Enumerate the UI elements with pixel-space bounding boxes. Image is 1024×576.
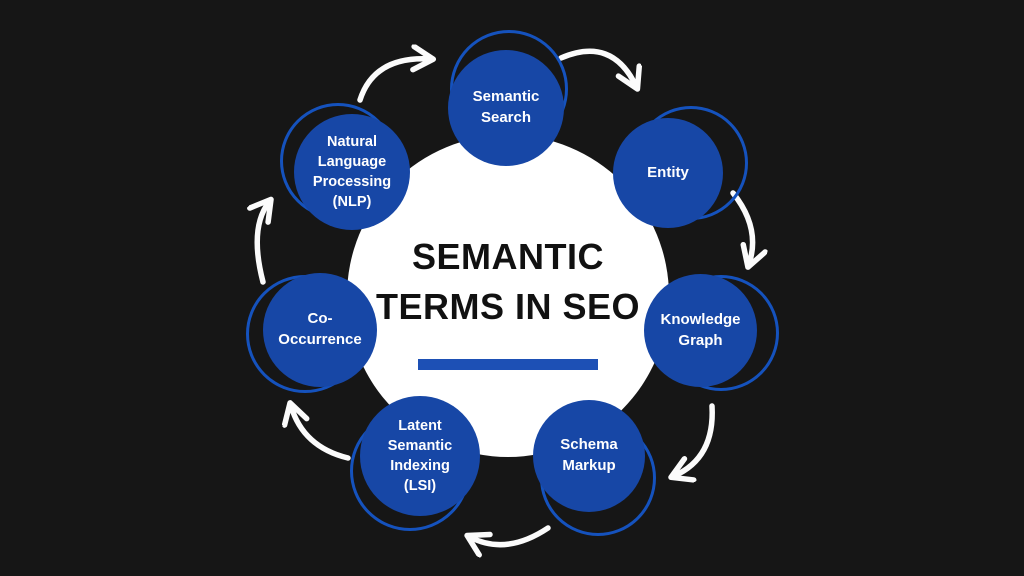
node-label-line: Search	[480, 109, 532, 126]
node-label-line: Graph	[678, 331, 723, 349]
node-label-line: Markup	[562, 457, 616, 474]
title-underline-bar	[418, 359, 598, 370]
node-label-line: Occurrence	[278, 331, 362, 348]
arrow-nlp-to-semantic-search-icon	[357, 59, 430, 103]
arrow-entity-to-knowledge-graph-icon	[730, 190, 753, 264]
node-natural-language-processing: Natural Language Processing (NLP)	[294, 114, 410, 230]
node-label-line: Processing	[312, 174, 392, 190]
diagram-title: SEMANTIC TERMS IN SEO	[376, 232, 640, 332]
node-label-line: Semantic	[387, 438, 453, 454]
node-label-line: (LSI)	[403, 478, 437, 494]
arrow-knowledge-graph-to-schema-markup-icon	[674, 403, 715, 476]
arrow-co-occurrence-to-nlp-icon	[257, 202, 269, 285]
node-label-line: Co-	[307, 310, 333, 328]
node-latent-semantic-indexing: Latent Semantic Indexing (LSI)	[360, 396, 480, 516]
arrow-lsi-to-co-occurrence-icon	[291, 406, 351, 461]
node-co-occurrence: Co- Occurrence	[263, 273, 377, 387]
node-label-line: Latent	[398, 418, 442, 434]
node-label-line: Indexing	[390, 458, 450, 474]
arrow-schema-markup-to-lsi-icon	[470, 525, 551, 545]
arrow-semantic-search-to-entity-icon	[558, 48, 636, 86]
node-semantic-search: Semantic Search	[448, 50, 564, 166]
node-schema-markup: Schema Markup	[533, 400, 645, 512]
node-entity: Entity	[613, 118, 723, 228]
node-label-line: Entity	[647, 163, 689, 181]
title-line-2: TERMS IN SEO	[375, 286, 641, 327]
node-label-line: Natural	[327, 134, 377, 150]
title-line-1: SEMANTIC	[412, 236, 604, 277]
node-label-line: Schema	[560, 436, 618, 454]
node-label-line: Semantic	[472, 88, 540, 106]
node-label-line: Knowledge	[660, 310, 741, 328]
node-label-line: Language	[317, 154, 387, 170]
node-knowledge-graph: Knowledge Graph	[644, 274, 757, 387]
node-label-line: (NLP)	[332, 194, 372, 210]
